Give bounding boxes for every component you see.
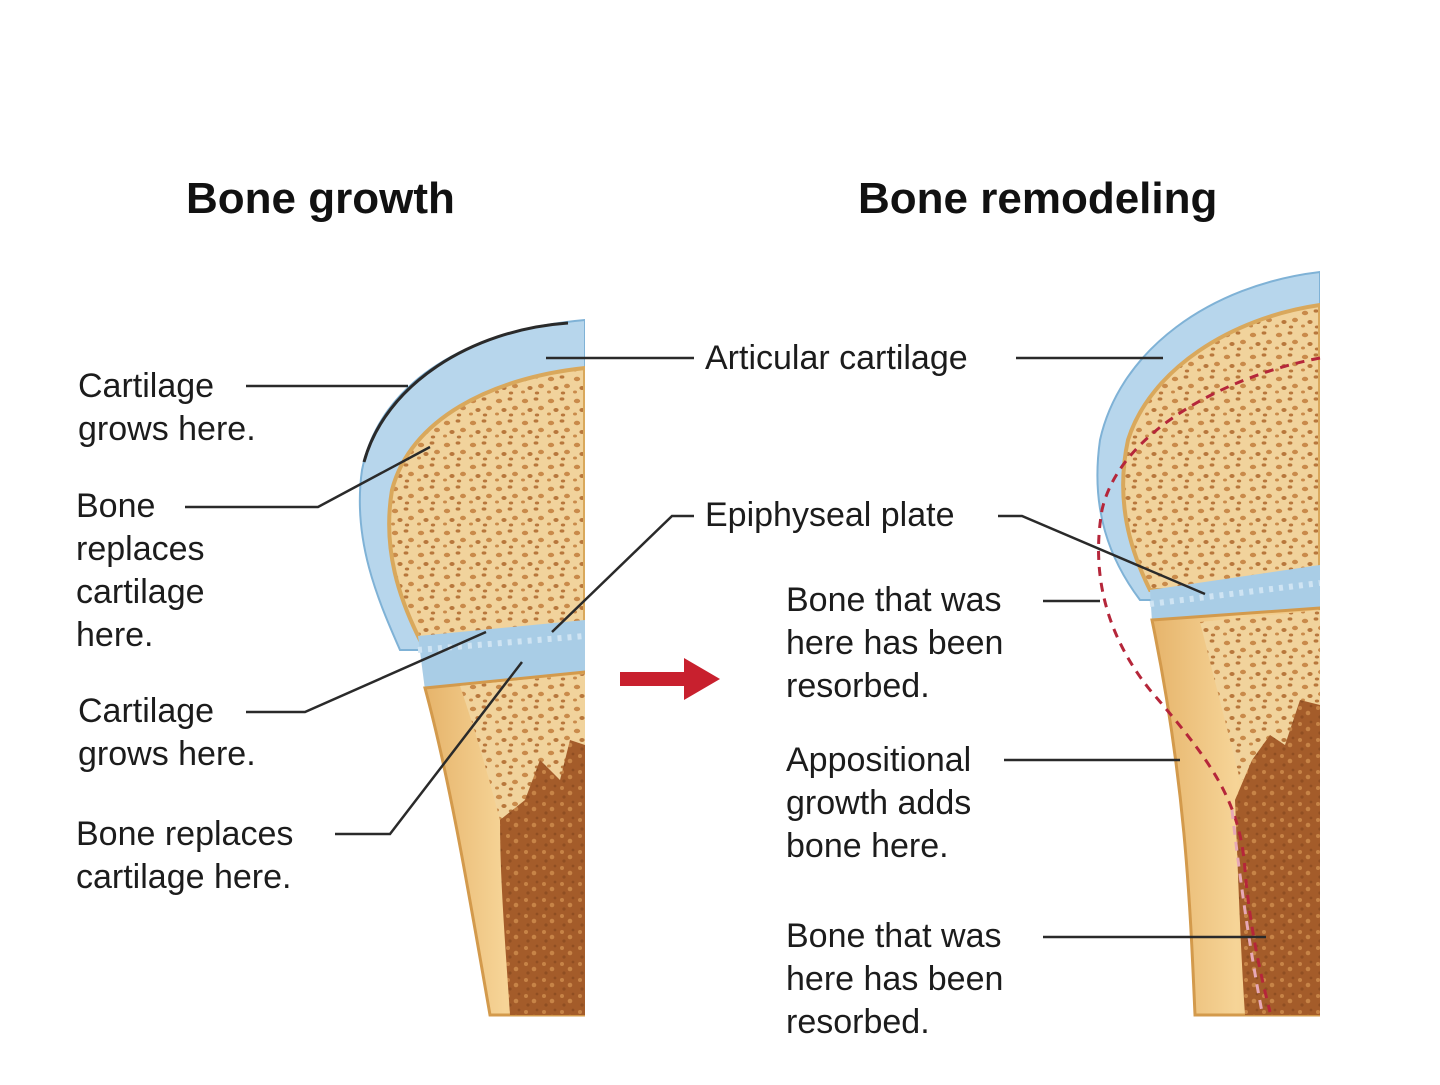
resorption-outline — [1097, 356, 1321, 1013]
remodeling-epiphysis — [1121, 302, 1320, 592]
label-cartilage-grows-plate: Cartilage grows here. — [78, 692, 256, 773]
label-appositional-growth: Appositional growth adds bone here. — [786, 741, 972, 865]
leader-epiphyseal-right — [998, 514, 1206, 596]
leader-bone-replaces-bottom — [335, 661, 523, 836]
label-epiphyseal-plate: Epiphyseal plate — [705, 496, 955, 534]
title-bone-growth: Bone growth — [186, 174, 455, 223]
growth-indicator-arc — [362, 321, 569, 463]
leader-bone-replaces-top — [185, 445, 431, 509]
growth-epiphysis — [387, 365, 585, 642]
growth-marrow-cavity — [500, 740, 585, 1015]
transition-arrow — [620, 658, 720, 700]
label-bone-replaces-top: Bone replaces cartilage here. — [76, 487, 205, 654]
leader-epiphyseal-left — [551, 514, 694, 633]
leader-lines — [185, 356, 1266, 939]
label-bone-replaces-bottom: Bone replaces cartilage here. — [76, 815, 294, 896]
label-articular-cartilage: Articular cartilage — [705, 339, 968, 377]
growth-epiphyseal-plate — [418, 620, 585, 690]
remodeling-bone-illustration — [1096, 270, 1320, 1017]
label-resorbed-lower: Bone that was here has been resorbed. — [786, 917, 1004, 1041]
growth-bone-illustration — [358, 318, 585, 1017]
label-cartilage-grows-top: Cartilage grows here. — [78, 367, 256, 448]
remodeling-epiphyseal-plate — [1150, 565, 1320, 622]
leader-cartilage-grows-plate — [246, 630, 487, 714]
label-resorbed-upper: Bone that was here has been resorbed. — [786, 581, 1004, 705]
title-bone-remodeling: Bone remodeling — [858, 174, 1218, 223]
